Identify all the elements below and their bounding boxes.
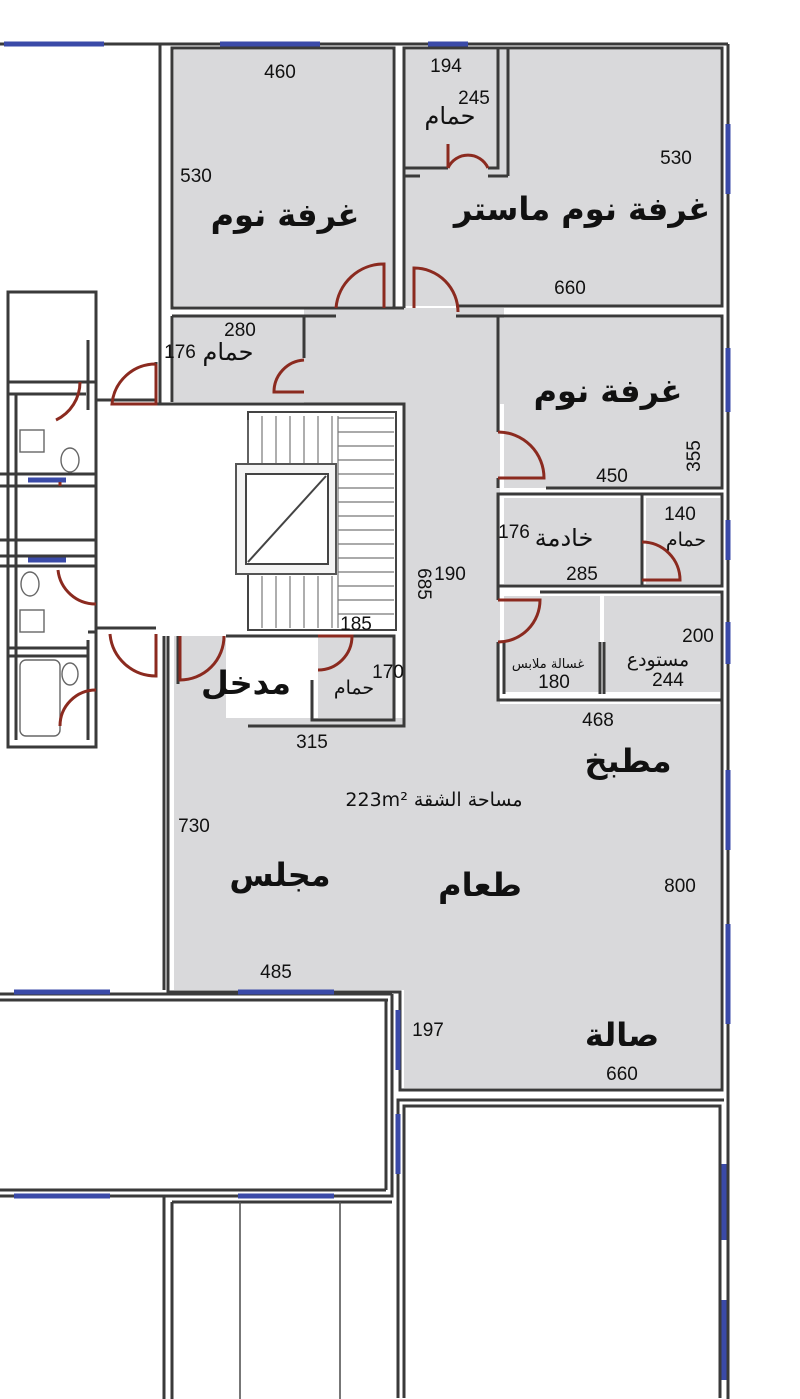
door-arc xyxy=(497,430,546,480)
master-bath-label: حمام xyxy=(425,102,476,130)
elevator-diagonal xyxy=(247,475,327,563)
toilet-icon xyxy=(60,447,80,473)
bath-left-label: حمام xyxy=(203,338,254,366)
door-arc xyxy=(108,633,158,678)
bedroom-2-width: 450 xyxy=(596,466,628,487)
storage-height: 200 xyxy=(682,626,714,647)
bedroom-2-label: غرفة نوم xyxy=(534,372,683,410)
door-arc xyxy=(110,362,158,406)
entrance-width: 315 xyxy=(296,732,328,753)
bedroom-1-height: 530 xyxy=(180,166,212,187)
windows xyxy=(4,41,731,1380)
bathtub-icon xyxy=(19,659,61,737)
majlis-height: 730 xyxy=(178,816,210,837)
corridor-width: 190 xyxy=(434,564,466,585)
door-arc xyxy=(317,634,354,672)
majlis-label: مجلس xyxy=(229,856,330,894)
laundry-label: غسالة ملابس xyxy=(512,657,585,672)
laundry-area xyxy=(504,596,600,692)
door-arc xyxy=(56,569,97,606)
door-arc xyxy=(334,262,386,309)
kitchen-width: 468 xyxy=(582,710,614,731)
bedroom-1-area xyxy=(174,50,392,306)
fixtures xyxy=(19,429,80,737)
storage-area xyxy=(604,596,720,692)
walls xyxy=(0,42,730,1399)
maid-room-area xyxy=(504,498,642,584)
east-depth: 800 xyxy=(664,876,696,897)
maid-room-height: 176 xyxy=(498,522,530,543)
living-label: صالة xyxy=(585,1016,659,1054)
doors xyxy=(55,144,682,727)
corridor-length: 685 xyxy=(413,568,434,600)
toilet-icon xyxy=(20,571,40,597)
apartment-area-label: مساحة الشقة 223m² xyxy=(345,789,522,811)
master-bedroom-height: 530 xyxy=(660,148,692,169)
entrance-label: مدخل xyxy=(201,664,291,702)
door-arc xyxy=(178,635,226,682)
bedroom-2-height: 355 xyxy=(684,440,705,472)
sink-icon xyxy=(19,429,45,453)
guest-bath-height: 170 xyxy=(372,662,404,683)
master-bath-height: 245 xyxy=(458,88,490,109)
door-arc xyxy=(55,381,82,422)
bath-left-height: 176 xyxy=(164,342,196,363)
door-arc xyxy=(446,153,490,169)
stairwell xyxy=(235,411,397,631)
bedroom-1-label: غرفة نوم xyxy=(211,196,360,234)
storage-width: 244 xyxy=(652,670,684,691)
laundry-width: 180 xyxy=(538,672,570,693)
door-arc xyxy=(497,598,542,644)
master-bedroom-label: غرفة نوم ماستر xyxy=(452,190,710,228)
living-width: 660 xyxy=(606,1064,638,1085)
door-arc xyxy=(412,266,460,313)
guest-bath-width: 185 xyxy=(340,614,372,635)
storage-label: مستودع xyxy=(627,649,689,671)
toilet-icon xyxy=(61,662,79,686)
corridor-vertical-area xyxy=(404,308,500,704)
door-arc xyxy=(272,358,305,394)
maid-room-width: 285 xyxy=(566,564,598,585)
majlis-width: 485 xyxy=(260,962,292,983)
room-fills xyxy=(174,50,720,1088)
master-bedroom-width: 660 xyxy=(554,278,586,299)
maid-room-label: خادمة xyxy=(535,524,594,552)
master-bath-area xyxy=(404,50,496,168)
maid-bath-area xyxy=(646,498,720,584)
bedroom-1-width: 460 xyxy=(264,62,296,83)
guest-bath-label: حمام xyxy=(334,677,374,699)
living-majlis-area xyxy=(174,636,720,1088)
dining-label: طعام xyxy=(438,866,522,904)
living-height: 197 xyxy=(412,1020,444,1041)
sink-icon xyxy=(19,609,45,633)
door-arc xyxy=(58,688,97,727)
maid-bath-width: 140 xyxy=(664,504,696,525)
labels: غرفة نوم 460 530 194 245 حمام غرفة نوم م… xyxy=(164,56,714,1085)
bath-left-area xyxy=(174,316,304,402)
kitchen-label: مطبخ xyxy=(584,742,671,780)
bath-left-width: 280 xyxy=(224,320,256,341)
maid-bath-label: حمام xyxy=(666,529,706,551)
master-bath-width: 194 xyxy=(430,56,462,77)
door-arc xyxy=(641,540,682,582)
guest-bath-area xyxy=(318,636,394,718)
